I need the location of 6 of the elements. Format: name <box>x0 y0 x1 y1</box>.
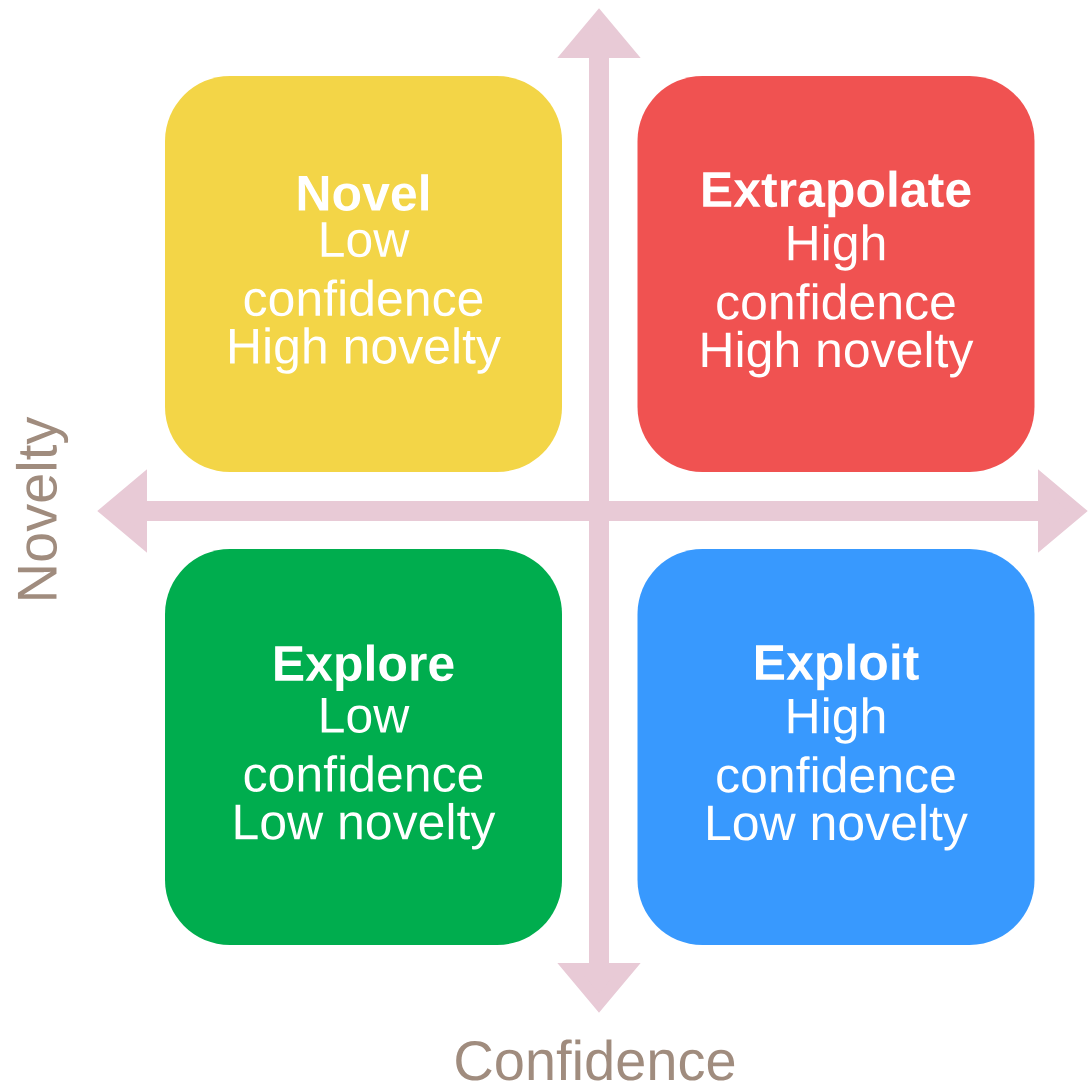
quadrant-box: Explore Low confidence Low novelty <box>165 549 562 945</box>
quadrant-box: Extrapolate High confidence High novelty <box>637 76 1035 472</box>
axis-label: Novelty <box>15 416 69 599</box>
axis-label: Confidence <box>456 1039 735 1081</box>
quadrant-box: Exploit High confidence Low novelty <box>637 549 1035 945</box>
quadrant-box: Novel Low confidence High novelty <box>165 76 562 472</box>
